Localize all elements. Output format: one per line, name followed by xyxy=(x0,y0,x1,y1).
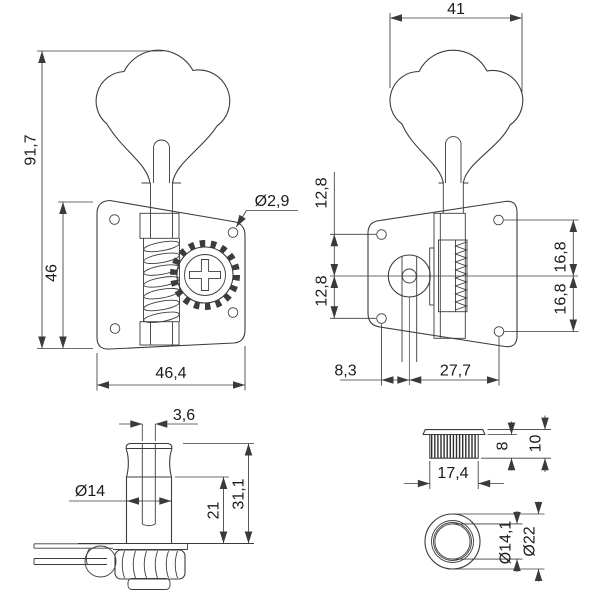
dim-label-plate-width: 46,4 xyxy=(155,365,186,382)
housing-side-plate xyxy=(429,247,435,306)
screw-cross xyxy=(189,259,221,291)
worm-bracket-top xyxy=(139,212,180,239)
dim-label-right-top: 16,8 xyxy=(553,241,570,272)
bushing-bore-circle xyxy=(434,523,471,560)
key-shaft-clip xyxy=(33,543,117,578)
gear-wheel xyxy=(170,240,240,310)
post-top-section xyxy=(125,442,173,478)
front-view: 91,7 46 46,4 Ø2,9 xyxy=(23,49,298,391)
coil-loop xyxy=(143,287,180,300)
string-slot xyxy=(141,443,156,527)
coil-loop xyxy=(143,276,180,288)
coil-loop xyxy=(143,311,180,324)
dim-label-post-total: 31,1 xyxy=(231,478,248,509)
mounting-hole xyxy=(493,214,504,226)
dim-label-left-bottom: 12,8 xyxy=(314,275,331,306)
worm-bracket-bottom xyxy=(139,321,180,346)
bushing-side-view: 8 10 17,4 xyxy=(404,415,551,489)
string-post-sides xyxy=(401,256,418,362)
dim-label-bottom-right: 27,7 xyxy=(440,363,471,380)
dim-label-post-height: 21 xyxy=(206,502,223,520)
mounting-hole xyxy=(227,307,239,318)
dim-label-knurl-height: 8 xyxy=(495,441,512,450)
mounting-hole xyxy=(376,229,387,240)
gear-rim xyxy=(176,246,234,304)
dim-label-bottom-left: 8,3 xyxy=(334,363,356,380)
dim-label-outer-dia: Ø22 xyxy=(522,526,539,556)
leader-line-hole-dia xyxy=(235,210,247,228)
gear-boss xyxy=(184,254,226,296)
shaft-bearing xyxy=(84,545,117,578)
mounting-hole xyxy=(109,214,120,225)
clip-prongs xyxy=(33,543,113,565)
dim-label-post-dia: Ø14 xyxy=(75,483,105,500)
coil-loop xyxy=(143,252,180,265)
worm-coil xyxy=(143,240,180,324)
dim-label-slot: 3,6 xyxy=(173,407,195,424)
dim-label-key-width: 41 xyxy=(447,1,465,18)
worm-wheel-teeth xyxy=(121,550,178,579)
rear-view: 41 12,8 12,8 16,8 16,8 8,3 27,7 xyxy=(314,1,579,386)
mounting-hole xyxy=(376,313,387,324)
bushing-body xyxy=(429,433,479,459)
post-body xyxy=(125,476,173,545)
coil-loop xyxy=(143,240,180,253)
dim-label-plate-height: 46 xyxy=(44,264,61,282)
post-side-view: 3,6 Ø14 21 31,1 xyxy=(33,407,254,590)
dim-label-total-height: 91,7 xyxy=(23,134,40,165)
worm-housing-edges xyxy=(143,238,180,345)
mounting-plate xyxy=(96,199,246,350)
worm-wheel xyxy=(114,549,186,580)
retainer-nut xyxy=(127,578,171,590)
mounting-hole xyxy=(493,326,505,337)
tuner-key-outline xyxy=(95,49,231,184)
dim-label-bushing-total: 10 xyxy=(528,435,545,453)
key-shaft-inner xyxy=(153,139,170,183)
bushing-chamfer-circle xyxy=(433,522,472,561)
dim-label-bore-dia: Ø14,1 xyxy=(498,521,515,565)
bushing-chamfer-circle xyxy=(431,520,474,563)
coil-loop xyxy=(143,264,180,276)
tuner-key-outline xyxy=(389,49,524,184)
clip-bend xyxy=(85,547,91,565)
bushing-top-view: Ø14,1 Ø22 xyxy=(424,501,545,582)
dim-label-left-top: 12,8 xyxy=(314,177,331,208)
key-shaft-inner xyxy=(445,136,462,183)
gear-teeth xyxy=(170,240,240,310)
dim-label-bushing-width: 17,4 xyxy=(437,465,468,482)
dim-label-hole-dia: Ø2,9 xyxy=(255,193,290,210)
dim-label-right-bottom: 16,8 xyxy=(553,283,570,314)
mounting-hole xyxy=(109,323,121,334)
mounting-plate xyxy=(367,200,518,348)
bushing-flange xyxy=(422,429,486,436)
mounting-hole xyxy=(227,227,239,238)
coil-loop xyxy=(143,299,180,312)
